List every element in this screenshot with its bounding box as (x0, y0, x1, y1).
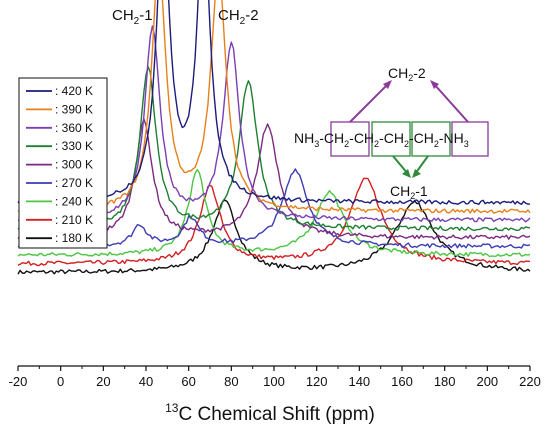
peak-label-ch2-1-tail: -1 (139, 7, 152, 24)
diagram-ch2-2-main: CH (388, 65, 408, 81)
legend-label: : 240 K (55, 194, 93, 208)
x-tick-label: 160 (391, 374, 413, 389)
chain-part-3-main: -CH (379, 130, 404, 146)
arrow-to-ch2-1-left (392, 155, 409, 175)
x-tick-label: 60 (181, 374, 195, 389)
peak-label-ch2-2-tail: -2 (245, 7, 258, 24)
peak-label-ch2-1-main: CH (112, 7, 134, 24)
legend-label: : 210 K (55, 213, 93, 227)
x-tick-label: 180 (434, 374, 456, 389)
x-tick-label: 220 (519, 374, 541, 389)
legend-label: : 330 K (55, 139, 93, 153)
box-ch2-c (411, 121, 451, 157)
box-ch2-d (451, 121, 489, 157)
peak-label-ch2-2: CH2-2 (218, 7, 259, 27)
peak-labels: CH2-1 CH2-2 (112, 7, 259, 27)
x-tick-label: -20 (9, 374, 28, 389)
x-tick-label: 40 (139, 374, 153, 389)
chain-part-0-sub: 3 (314, 139, 319, 149)
arrowhead-ch2-2-left (383, 80, 392, 89)
chain-part-1-main: -CH (319, 130, 344, 146)
diagram-ch2-1-label: CH2-1 (390, 183, 428, 201)
chain-part-2-main: -CH (349, 130, 374, 146)
legend-items: : 420 K : 390 K : 360 K : 330 K : 300 K : 270… (26, 84, 93, 245)
diagram-ch2-2-label: CH2-2 (388, 65, 426, 83)
chain-part-2-sub: 2 (374, 139, 379, 149)
legend-label: : 360 K (55, 121, 93, 135)
series-line-240k (17, 168, 531, 258)
diagram-ch2-1-main: CH (390, 183, 410, 199)
x-tick-label: 0 (57, 374, 64, 389)
diagram-ch2-2-tail: -2 (413, 65, 426, 81)
x-tick-label: 20 (96, 374, 110, 389)
series-line-180k (17, 199, 531, 275)
chain-part-5-sub: 3 (464, 139, 469, 149)
chain-part-1-sub: 2 (344, 139, 349, 149)
peak-label-ch2-1: CH2-1 (112, 7, 153, 27)
x-ticks: -20 0 20 40 60 80 100 120 140 160 180 200 220 (9, 366, 541, 389)
chain-part-0-main: NH (294, 130, 314, 146)
x-axis-title: 13C Chemical Shift (ppm) (165, 401, 375, 424)
x-tick-label: 80 (224, 374, 238, 389)
series-line-210k (17, 177, 531, 267)
box-ch2-b (371, 121, 411, 157)
x-axis-title-superscript: 13 (165, 401, 179, 415)
peak-label-ch2-2-main: CH (218, 7, 240, 24)
chain-part-4-sub: 2 (434, 139, 439, 149)
x-tick-label: 120 (306, 374, 328, 389)
diagram-ch2-1-sub: 2 (410, 191, 415, 201)
legend-label: : 300 K (55, 158, 93, 172)
x-axis-title-text: C Chemical Shift (ppm) (178, 404, 374, 424)
molecule-formula: NH3-CH2-CH2-CH2-CH2-NH3 (294, 130, 469, 149)
chain-part-4-main: -CH (409, 130, 434, 146)
arrowhead-ch2-2-right (430, 80, 439, 89)
x-tick-label: 200 (476, 374, 498, 389)
peak-label-ch2-2-sub: 2 (240, 16, 246, 27)
arrow-to-ch2-2-right (433, 83, 469, 123)
x-tick-label: 100 (263, 374, 285, 389)
arrowhead-ch2-1-left (402, 169, 411, 178)
chain-part-5-main: -NH (439, 130, 464, 146)
arrowhead-ch2-1-right (412, 169, 421, 178)
legend-label: : 180 K (55, 231, 93, 245)
legend-label: : 420 K (55, 84, 93, 98)
peak-label-ch2-1-sub: 2 (134, 16, 140, 27)
chain-part-3-sub: 2 (404, 139, 409, 149)
legend-label: : 270 K (55, 176, 93, 190)
arrow-to-ch2-2-left (349, 83, 389, 123)
x-tick-label: 140 (348, 374, 370, 389)
molecule-diagram: CH2-2 NH3-CH2-CH2-CH2-CH2-NH3 CH2-1 (294, 65, 489, 201)
diagram-ch2-1-tail: -1 (415, 183, 428, 199)
legend: : 420 K : 390 K : 360 K : 330 K : 300 K : 270… (18, 77, 108, 249)
x-axis: -20 0 20 40 60 80 100 120 140 160 180 200 220 (9, 365, 541, 389)
legend-label: : 390 K (55, 102, 93, 116)
diagram-ch2-2-sub: 2 (408, 73, 413, 83)
box-ch2-a (330, 121, 370, 157)
